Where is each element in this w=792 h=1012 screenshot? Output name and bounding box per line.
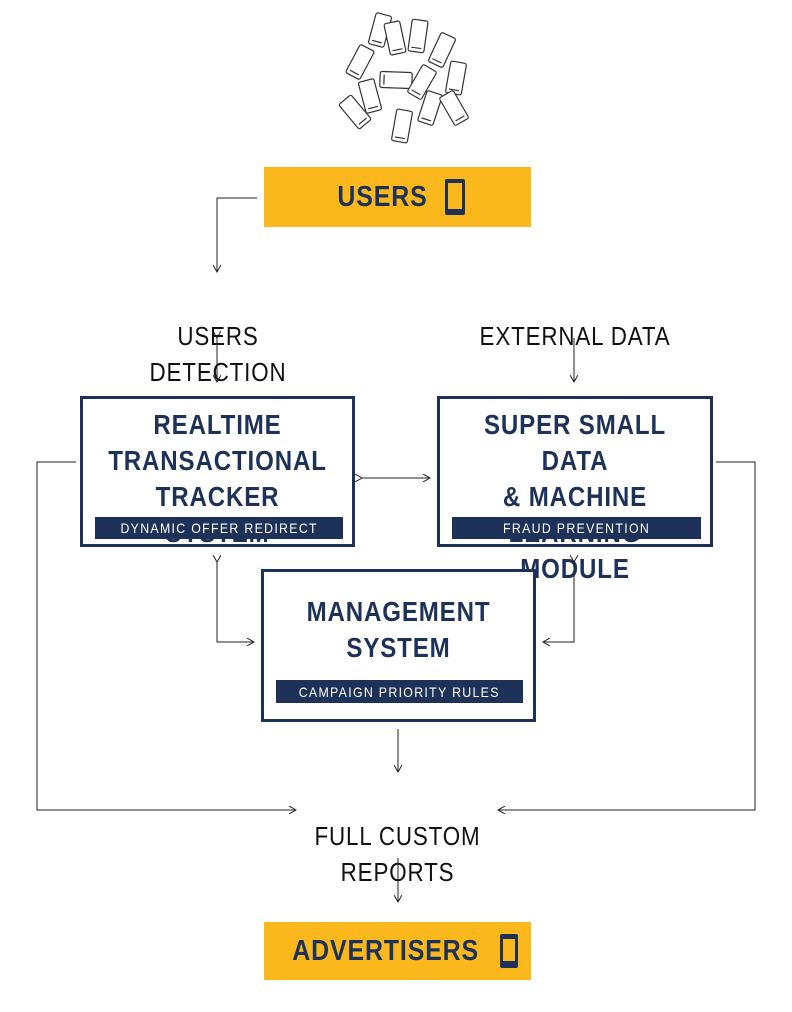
- tracker-management-arrow: [217, 562, 254, 642]
- management-system-subtitle: CAMPAIGN PRIORITY RULES: [276, 680, 523, 703]
- management-system-title: MANAGEMENT SYSTEM: [306, 596, 491, 663]
- ml-module-box: SUPER SMALL DATA & MACHINE LEARNING MODU…: [437, 396, 713, 584]
- ml-to-reports-arrow: [498, 461, 756, 810]
- phone-icon: [444, 179, 465, 215]
- users-to-detection-arrow: [217, 197, 257, 272]
- advertisers-box: ADVERTISERS: [264, 922, 531, 980]
- phone-icon: [500, 934, 519, 968]
- tracker-to-reports-arrow: [36, 461, 296, 810]
- users-box: USERS: [264, 167, 531, 227]
- external-data-label: EXTERNAL DATA: [479, 321, 671, 351]
- management-system-box: MANAGEMENT SYSTEM CAMPAIGN PRIORITY RULE…: [261, 569, 536, 722]
- tracker-system-subtitle: DYNAMIC OFFER REDIRECT: [95, 517, 343, 539]
- users-label: USERS: [337, 180, 428, 213]
- tracker-system-box: REALTIME TRANSACTIONAL TRACKER SYSTEM DY…: [80, 396, 355, 548]
- advertisers-label: ADVERTISERS: [292, 934, 479, 967]
- ml-module-subtitle: FRAUD PREVENTION: [452, 517, 701, 539]
- ml-management-arrow: [543, 562, 574, 642]
